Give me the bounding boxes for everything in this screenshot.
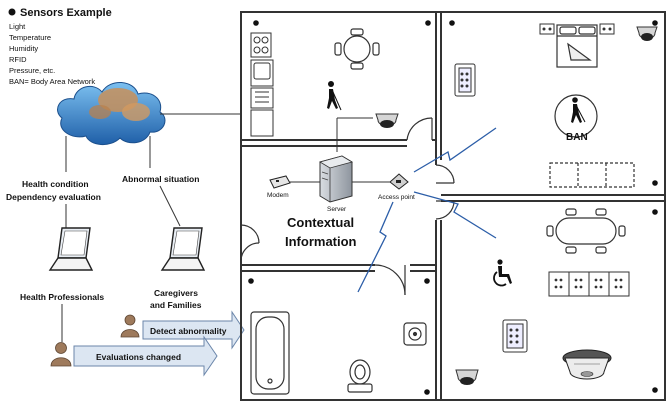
and-families-label: and Families [150,300,202,310]
laptop-icon [48,227,94,271]
dining-table-icon [546,208,626,254]
modem-icon [269,175,291,189]
contextual-label: Contextual [287,215,354,230]
legend-item-light: Light [9,22,26,31]
legend-item-rfid: RFID [9,55,27,64]
lightning-icon [357,127,497,293]
ban-label: BAN [566,132,588,143]
toilet-icon [347,359,373,393]
legend-item-pressure: Pressure, etc. [9,66,55,75]
blind-person-icon [327,81,342,111]
smoke-detector-icon [562,349,612,380]
cloud-icon [57,82,166,145]
bedroom-bench [549,162,635,188]
armchair-icon [454,63,476,97]
caregivers-label: Caregivers [154,288,198,298]
kitchen-counter [250,59,274,137]
abnormal-to-laptop-line [159,185,181,227]
sink-icon [403,322,427,346]
dining-table-icon [334,28,380,70]
armchair-icon [502,319,528,353]
legend-item-humidity: Humidity [9,44,38,53]
sofa-icon [539,23,615,35]
dependency-evaluation-label: Dependency evaluation [6,192,101,202]
corner-sensors [248,20,658,395]
evaluations-changed-arrow: Evaluations changed [73,335,218,377]
camera-icon [375,113,399,128]
access-point-icon [389,173,409,190]
health-professionals-label: Health Professionals [20,292,104,302]
access-point-label: Access point [378,194,415,201]
legend-item-ban: BAN= Body Area Network [9,77,95,86]
camera-icon [455,369,479,385]
information-label: Information [285,234,357,249]
health-condition-label: Health condition [22,179,89,189]
abnormal-situation-label: Abnormal situation [122,174,199,184]
floor-plan [240,11,666,401]
legend-item-temperature: Temperature [9,33,51,42]
stove-icon [250,32,272,58]
door-arcs [240,117,455,296]
ban-badge: BAN [554,94,598,143]
server-icon [318,155,354,203]
sofa-icon [548,271,630,297]
bathtub-icon [250,311,290,395]
person-icon [50,342,72,367]
camera-icon [636,26,658,41]
person-icon [120,314,140,338]
evaluations-changed-label: Evaluations changed [96,352,181,362]
server-label: Server [327,206,347,213]
legend-bullet [8,8,16,16]
wheelchair-icon [493,259,512,287]
legend-title: Sensors Example [20,7,112,19]
modem-label: Modem [267,192,289,199]
detect-abnormality-label: Detect abnormality [150,326,227,336]
bed-icon [556,24,598,68]
detect-abnormality-arrow: Detect abnormality [142,310,245,350]
laptop-icon [160,227,206,271]
